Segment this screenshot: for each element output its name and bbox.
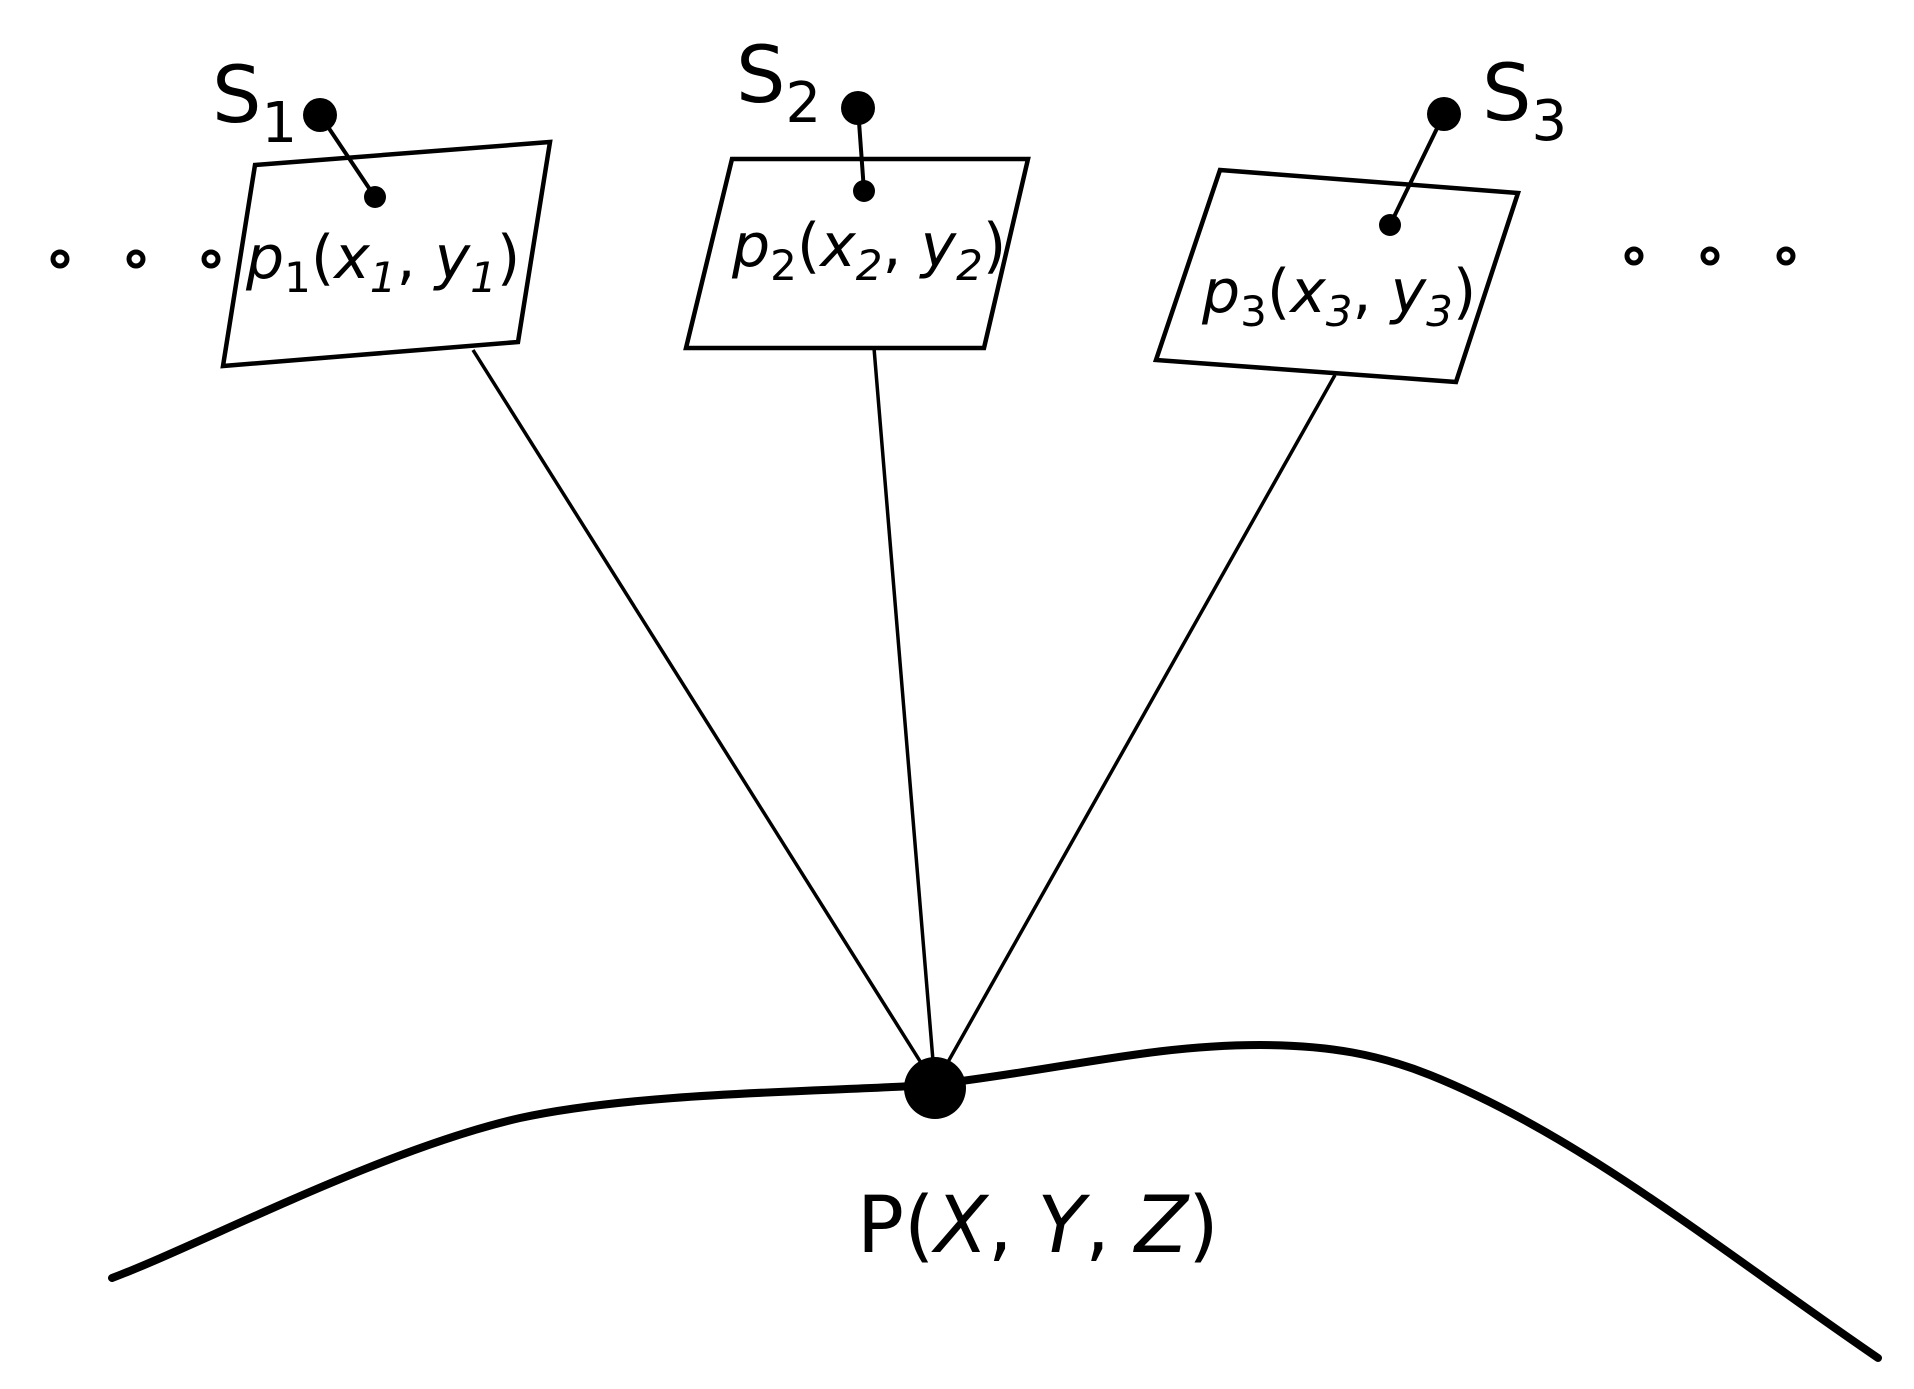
- station-2-label: S2: [736, 31, 821, 136]
- continuation-right: [1624, 246, 1796, 266]
- ground-point-dot: [904, 1057, 966, 1119]
- station-3-dot: [1427, 97, 1461, 131]
- terrain-curve: [108, 1040, 1882, 1362]
- image-point-3-label: p3(x3, y3): [1201, 257, 1476, 336]
- station-1-dot: [303, 98, 337, 132]
- image-point-1-label: p1(x1, y1): [245, 223, 520, 302]
- image-frame-1: [220, 139, 553, 369]
- image-frame-2: [683, 156, 1031, 351]
- ground-point-label: P(X, Y, Z): [857, 1181, 1219, 1271]
- image-frame-3: [1152, 167, 1522, 385]
- ray-2: [872, 347, 937, 1086]
- station-3-label: S3: [1482, 49, 1567, 154]
- continuation-left: [50, 249, 221, 269]
- station-link-3: [1388, 113, 1446, 226]
- station-1-label: S1: [212, 51, 297, 156]
- ray-1: [471, 349, 937, 1086]
- image-point-2-dot: [853, 180, 875, 202]
- image-point-3-dot: [1379, 214, 1401, 236]
- image-point-1-dot: [364, 186, 386, 208]
- ray-3: [933, 374, 1337, 1086]
- station-2-dot: [841, 91, 875, 125]
- image-point-2-label: p2(x2, y2): [731, 211, 1006, 290]
